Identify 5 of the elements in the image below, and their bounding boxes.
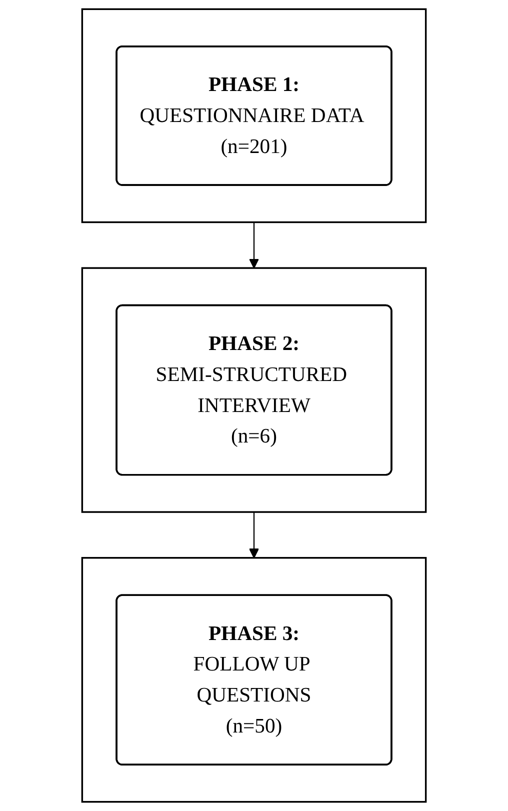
arrow xyxy=(248,512,260,558)
cluster xyxy=(81,267,427,513)
cluster xyxy=(81,8,427,224)
arrow xyxy=(248,222,260,268)
cluster xyxy=(81,557,427,803)
